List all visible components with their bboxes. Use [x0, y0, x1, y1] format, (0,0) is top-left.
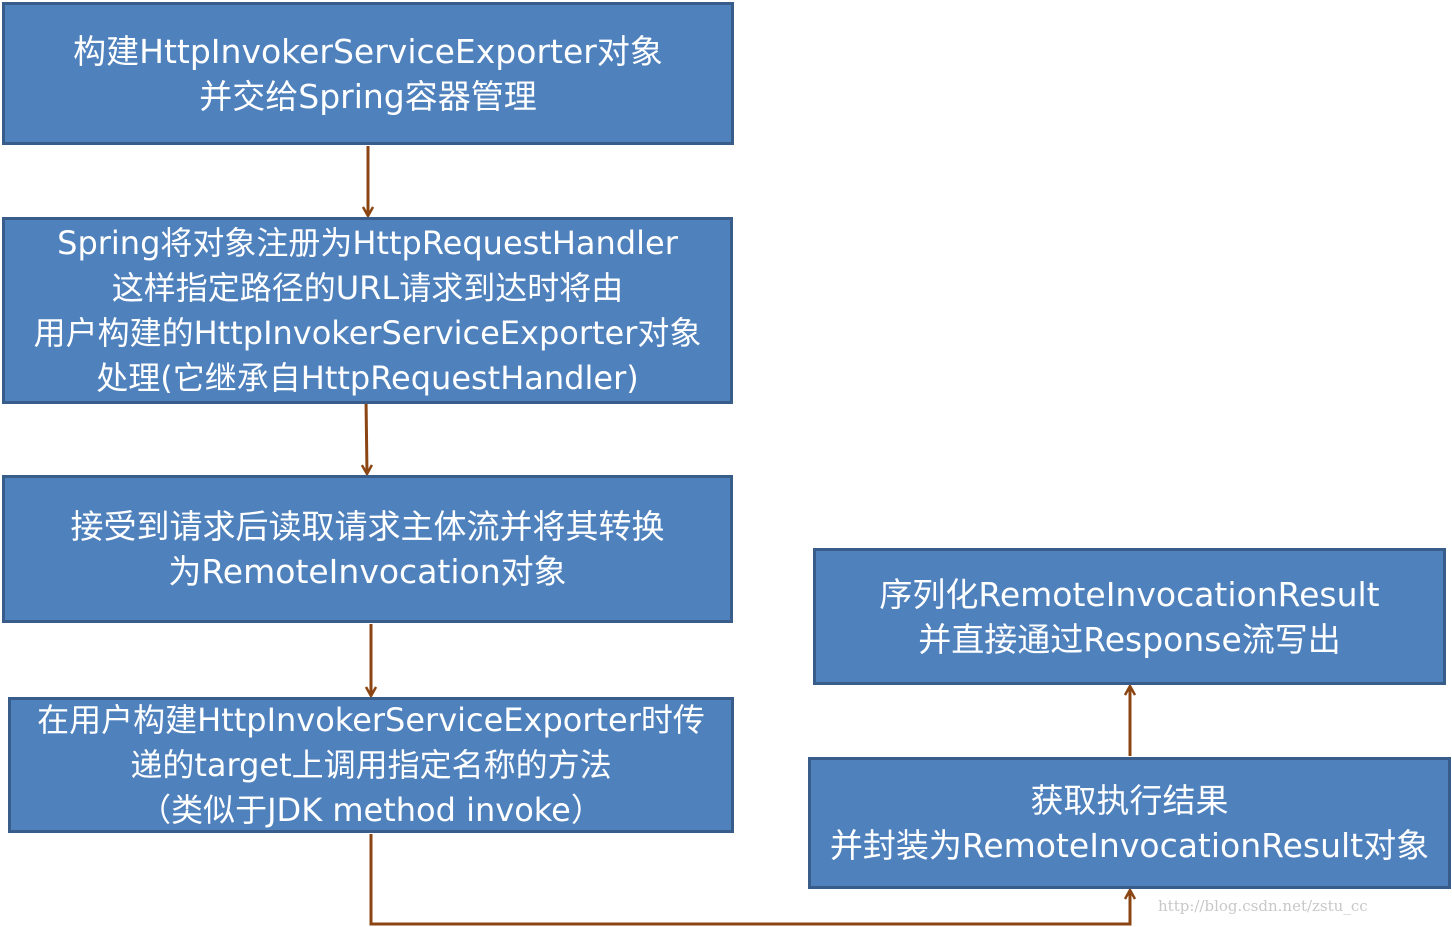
step-2-line-2: 这样指定路径的URL请求到达时将由: [111, 268, 624, 307]
step-5-line-2: 并封装为RemoteInvocationResult对象: [829, 826, 1430, 865]
step-6-line-2: 并直接通过Response流写出: [918, 619, 1341, 659]
step-2-box: Spring将对象注册为HttpRequestHandler 这样指定路径的UR…: [2, 217, 733, 404]
watermark: http://blog.csdn.net/zstu_cc: [1158, 897, 1368, 915]
step-2-line-4: 处理(它继承自HttpRequestHandler): [96, 358, 639, 397]
step-1-line-1: 构建HttpInvokerServiceExporter对象: [73, 31, 663, 71]
step-5-line-1: 获取执行结果: [1030, 781, 1229, 820]
step-1-line-2: 并交给Spring容器管理: [199, 76, 537, 116]
step-6-line-1: 序列化RemoteInvocationResult: [879, 574, 1380, 614]
step-2-line-1: Spring将对象注册为HttpRequestHandler: [57, 223, 678, 262]
step-4-box: 在用户构建HttpInvokerServiceExporter时传 递的targ…: [8, 697, 734, 833]
step-2-line-3: 用户构建的HttpInvokerServiceExporter对象: [33, 313, 702, 352]
step-3-line-1: 接受到请求后读取请求主体流并将其转换: [70, 507, 665, 546]
step-5-box: 获取执行结果 并封装为RemoteInvocationResult对象: [808, 757, 1451, 889]
arrow-step2-to-step3: [366, 398, 367, 473]
step-4-line-1: 在用户构建HttpInvokerServiceExporter时传: [37, 700, 705, 739]
arrow-step4-to-step5: [369, 834, 1130, 926]
step-3-box: 接受到请求后读取请求主体流并将其转换 为RemoteInvocation对象: [2, 475, 733, 623]
step-1-box: 构建HttpInvokerServiceExporter对象 并交给Spring…: [2, 2, 734, 145]
step-6-box: 序列化RemoteInvocationResult 并直接通过Response流…: [813, 548, 1446, 685]
step-4-line-2: 递的target上调用指定名称的方法: [130, 745, 612, 784]
step-4-line-3: （类似于JDK method invoke）: [139, 790, 603, 829]
step-3-line-2: 为RemoteInvocation对象: [168, 552, 567, 591]
